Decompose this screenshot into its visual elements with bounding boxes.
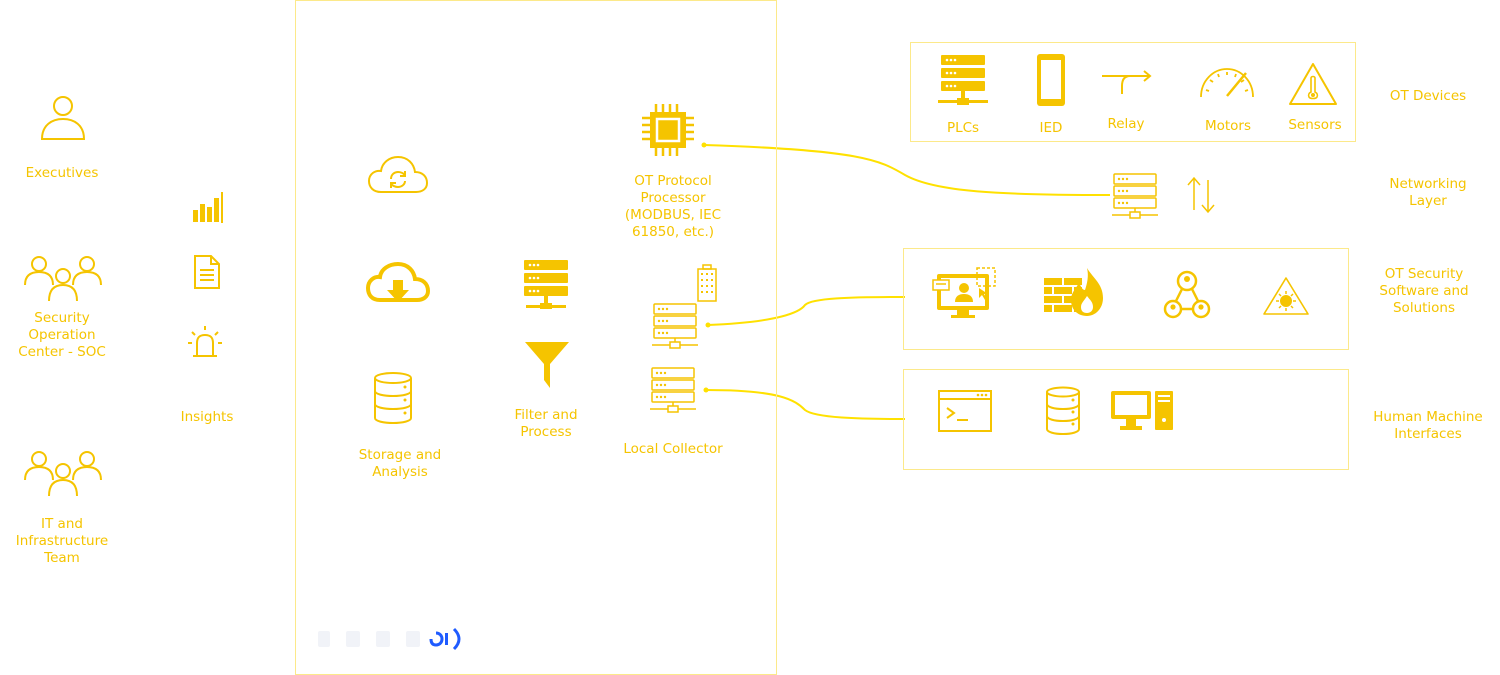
- ot-protocol-label: OT Protocol Processor (MODBUS, IEC 61850…: [624, 173, 722, 240]
- team-icon: [24, 256, 102, 302]
- local-collector-label: Local Collector: [623, 441, 723, 457]
- plc-rack-icon: [938, 55, 988, 105]
- bar-chart-icon: [193, 192, 223, 223]
- person-icon: [40, 96, 86, 140]
- soc-label: Security Operation Center - SOC: [18, 310, 106, 360]
- insights-label: Insights: [180, 409, 234, 425]
- firewall-icon: [1044, 268, 1103, 316]
- connector-collector-to-hmi: [705, 389, 906, 420]
- server-outline-icon: [650, 367, 696, 413]
- relay-icon: [1102, 70, 1152, 94]
- terminal-window-icon: [938, 390, 992, 432]
- executives-label: Executives: [25, 165, 99, 181]
- virus-warning-icon: [1263, 277, 1309, 315]
- bidirectional-arrows-icon: [1187, 176, 1215, 214]
- platform-frame: [295, 0, 777, 675]
- cloud-download-icon: [365, 261, 431, 302]
- warning-sensor-icon: [1289, 63, 1337, 105]
- document-icon: [194, 255, 220, 289]
- team-icon: [24, 451, 102, 497]
- hmi-database-icon: [1046, 386, 1080, 436]
- hmi-frame: [903, 369, 1349, 470]
- it-team-label: IT and Infrastructure Team: [15, 516, 109, 566]
- connector-collector-to-security: [707, 296, 906, 326]
- filter-label: Filter and Process: [514, 407, 578, 440]
- filter-icon: [525, 342, 569, 388]
- motors-label: Motors: [1204, 118, 1252, 134]
- cpu-chip-icon: [642, 104, 694, 156]
- desktop-computer-icon: [1111, 391, 1173, 430]
- brand-logo: [318, 627, 461, 651]
- sensors-label: Sensors: [1288, 117, 1342, 133]
- alarm-siren-icon: [188, 326, 222, 357]
- ied-device-icon: [1037, 54, 1065, 106]
- relay-label: Relay: [1107, 116, 1145, 132]
- gauge-icon: [1200, 68, 1254, 98]
- security-monitor-icon: [932, 267, 996, 318]
- network-server-icon: [1112, 173, 1158, 219]
- ot-security-frame: [903, 248, 1349, 350]
- ot-devices-layer-label: OT Devices: [1389, 88, 1467, 104]
- user-network-icon: [1163, 270, 1211, 319]
- storage-label: Storage and Analysis: [358, 447, 442, 480]
- database-icon: [374, 372, 412, 425]
- connector-ot-protocol-to-networking: [703, 144, 1111, 196]
- cloud-sync-icon: [367, 155, 429, 193]
- ied-label: IED: [1039, 120, 1063, 136]
- ot-security-layer-label: OT Security Software and Solutions: [1379, 266, 1469, 316]
- building-icon: [697, 264, 717, 302]
- hmi-layer-label: Human Machine Interfaces: [1373, 409, 1483, 442]
- server-outline-icon: [652, 303, 698, 349]
- networking-layer-label: Networking Layer: [1389, 176, 1467, 209]
- ot-devices-frame: [910, 42, 1356, 142]
- plcs-label: PLCs: [946, 120, 980, 136]
- server-icon: [524, 260, 568, 309]
